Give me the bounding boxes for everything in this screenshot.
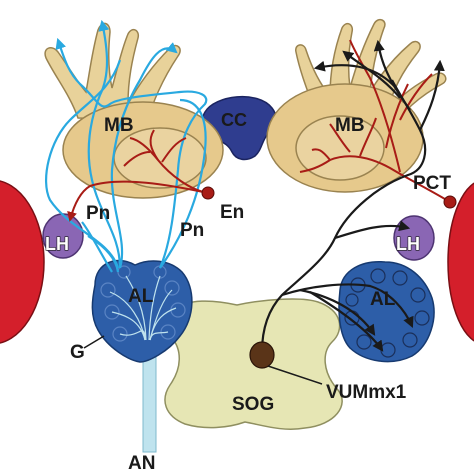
g-pointer-line <box>83 335 105 349</box>
en-neuron <box>67 129 209 222</box>
pct-soma <box>443 195 457 209</box>
en-soma <box>201 186 215 200</box>
label-vum: VUMmx1 <box>326 382 407 403</box>
label-pct: PCT <box>413 173 451 194</box>
optic-lobe-right <box>447 182 474 342</box>
mushroom-body-left-inner <box>113 127 207 189</box>
label-an: AN <box>128 453 155 474</box>
optic-lobe-left <box>0 180 45 344</box>
label-cc: CC <box>221 110 247 130</box>
antennal-lobe-left <box>91 259 193 363</box>
label-g: G <box>70 342 85 363</box>
label-lh-right: LH <box>396 234 420 254</box>
mushroom-body-right-inner <box>295 115 385 181</box>
vum-soma <box>249 341 275 369</box>
vum-label-line <box>267 365 323 385</box>
label-mb-left: MB <box>104 115 134 136</box>
label-lh-left: LH <box>45 234 69 254</box>
label-sog: SOG <box>232 394 274 415</box>
antennal-lobe-right <box>338 261 435 363</box>
label-al-right: AL <box>370 289 396 310</box>
pn-tracts <box>45 19 208 273</box>
label-pn-right: Pn <box>180 220 204 241</box>
pct-neuron <box>299 39 451 203</box>
label-al-left: AL <box>128 286 154 307</box>
label-en: En <box>220 202 244 223</box>
vum-neuron <box>260 39 445 353</box>
label-pn-left: Pn <box>86 203 110 224</box>
label-mb-right: MB <box>335 115 365 136</box>
